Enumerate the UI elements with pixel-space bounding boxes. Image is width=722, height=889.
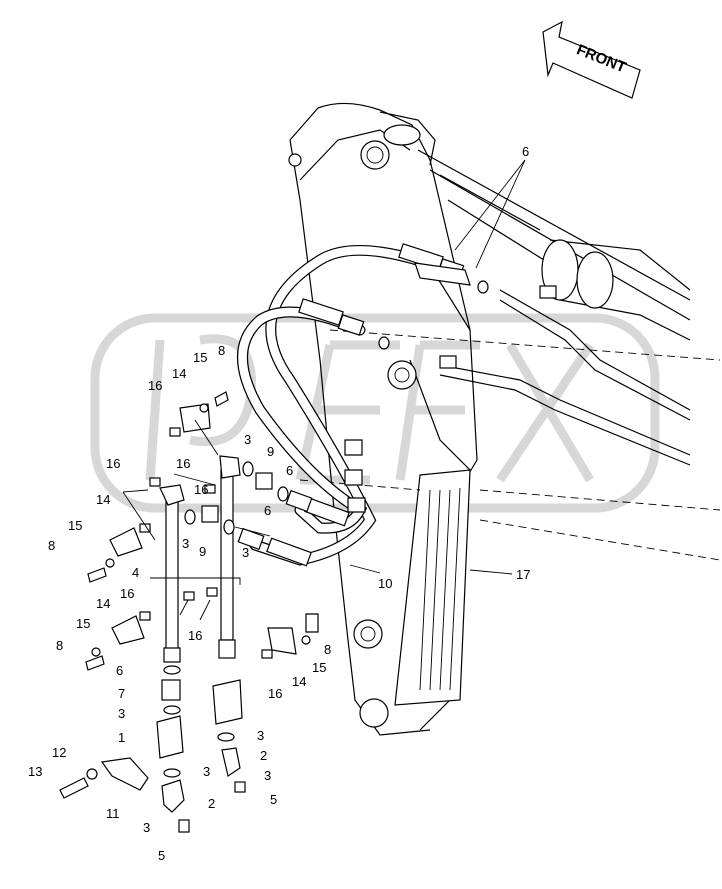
callout-label: 5	[158, 848, 165, 863]
front-arrow: FRONT	[542, 20, 641, 99]
callout-label: 16	[106, 456, 120, 471]
callout-label: 8	[324, 642, 331, 657]
callout-label: 16	[176, 456, 190, 471]
callout-label: 1	[118, 730, 125, 745]
callout-label: 15	[76, 616, 90, 631]
callout-label: 3	[257, 728, 264, 743]
callout-label: 8	[48, 538, 55, 553]
callout-label: 16	[188, 628, 202, 643]
leader-lines	[122, 159, 526, 621]
callout-label: 6	[522, 144, 529, 159]
callout-label: 16	[268, 686, 282, 701]
callout-label: 14	[172, 366, 186, 381]
callout-label: 14	[292, 674, 306, 689]
callout-label: 5	[270, 792, 277, 807]
callout-label: 3	[143, 820, 150, 835]
callout-label: 16	[148, 378, 162, 393]
callout-label: 15	[312, 660, 326, 675]
callout-label: 8	[218, 343, 225, 358]
callout-label: 7	[118, 686, 125, 701]
callout-label: 3	[118, 706, 125, 721]
callout-label: 15	[193, 350, 207, 365]
callout-label: 14	[96, 596, 110, 611]
callout-label: 3	[264, 768, 271, 783]
callout-label: 12	[52, 745, 66, 760]
callout-label: 3	[182, 536, 189, 551]
callout-label: 6	[286, 463, 293, 478]
callout-label: 10	[378, 576, 392, 591]
callout-label: 9	[199, 544, 206, 559]
fitting-parts	[59, 391, 319, 833]
callout-label: 16	[120, 586, 134, 601]
callout-label: 17	[516, 567, 530, 582]
callout-label: 15	[68, 518, 82, 533]
callout-label: 8	[56, 638, 63, 653]
callout-label: 4	[132, 565, 139, 580]
callout-label: 9	[267, 444, 274, 459]
callout-label: 16	[194, 482, 208, 497]
callout-label: 13	[28, 764, 42, 779]
callout-label: 3	[244, 432, 251, 447]
callout-label: 3	[242, 545, 249, 560]
callout-label: 6	[264, 503, 271, 518]
callout-label: 14	[96, 492, 110, 507]
callout-label: 2	[260, 748, 267, 763]
callout-label: 6	[116, 663, 123, 678]
hose-assembly	[237, 243, 489, 567]
callout-label: 3	[203, 764, 210, 779]
arm-structure	[288, 102, 721, 736]
callout-label: 11	[106, 806, 120, 821]
callout-label: 2	[208, 796, 215, 811]
hose-ferrule	[237, 243, 465, 567]
callout-labels: 1 2 2 3 3 3 3 3 3 3 3 4 5 5 6 6 6 6 7 8 …	[28, 144, 530, 863]
arm-clamps	[344, 439, 366, 513]
